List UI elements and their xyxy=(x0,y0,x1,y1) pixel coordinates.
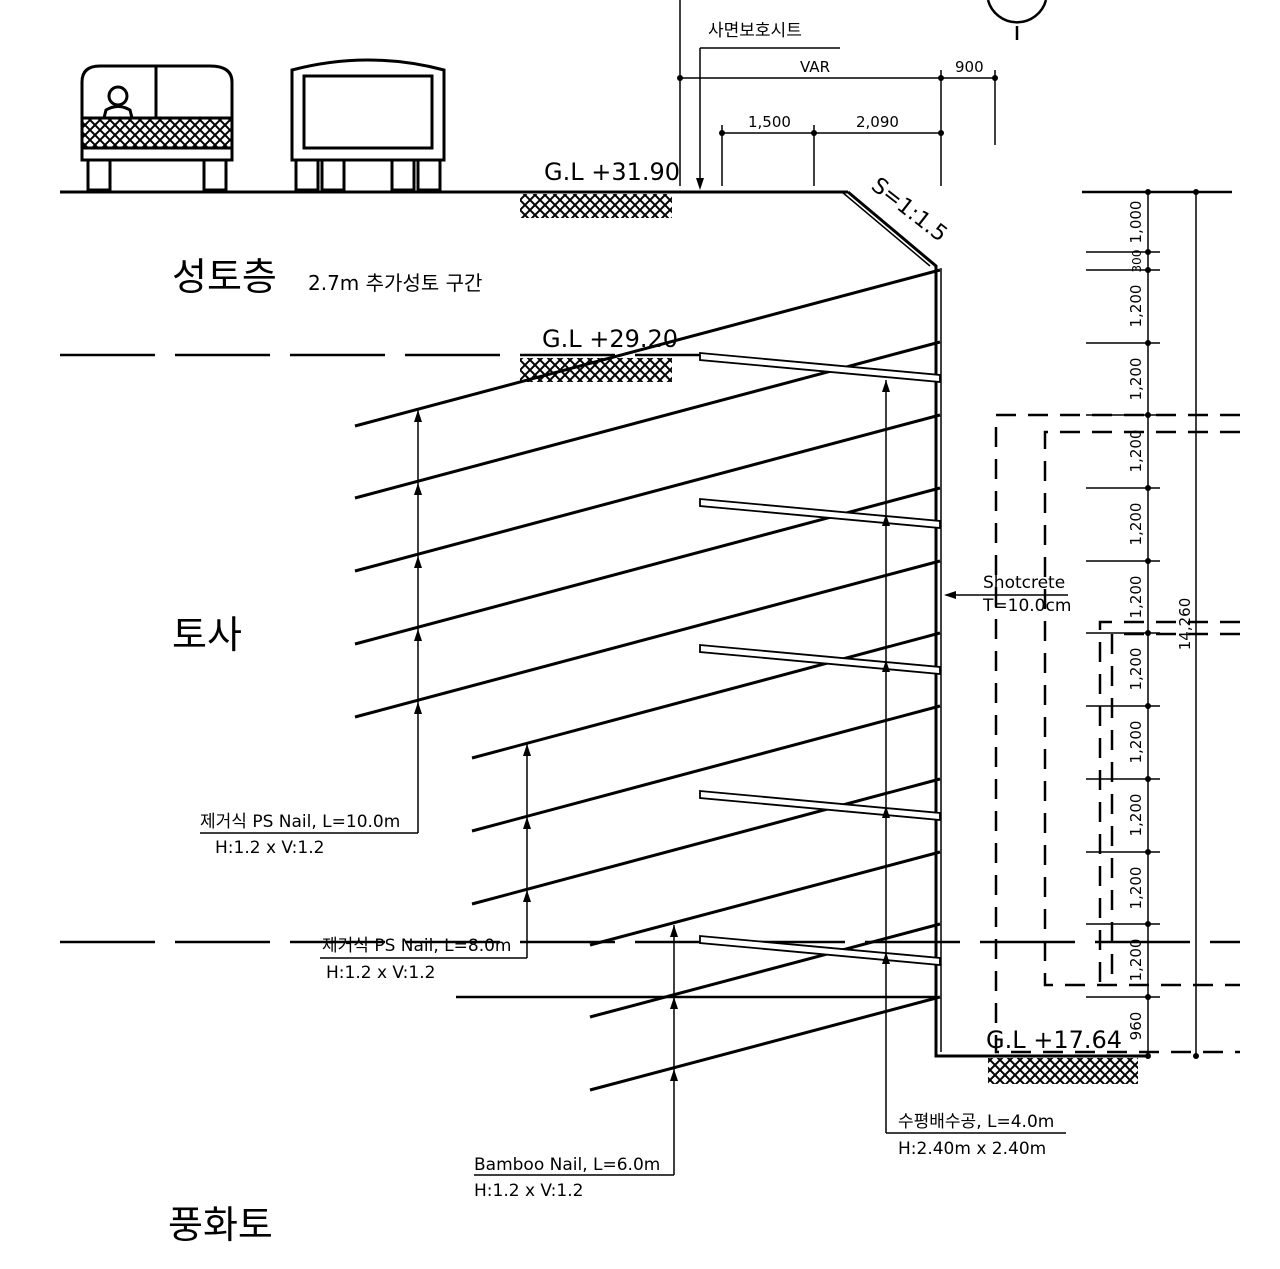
right-dim-8: 1,200 xyxy=(1127,648,1145,691)
top-dimension-dots xyxy=(677,75,998,136)
car-icon xyxy=(80,64,234,192)
gl-top-label: G.L +31.90 xyxy=(544,158,680,186)
nail-8m-label: 제거식 PS Nail, L=8.0m xyxy=(322,936,511,956)
gl-bottom-label: G.L +17.64 xyxy=(986,1026,1122,1054)
layer-boundary-lines xyxy=(60,353,1240,944)
right-dim-9: 1,200 xyxy=(1127,721,1145,764)
right-dim-5: 1,200 xyxy=(1127,430,1145,473)
dim-var: VAR xyxy=(800,58,830,76)
total-height-dim: 14,260 xyxy=(1176,598,1194,651)
adjacent-structure-outline xyxy=(994,413,1240,1054)
nail-10m-3 xyxy=(354,413,941,573)
right-dim-7: 1,200 xyxy=(1127,576,1145,619)
nail-10m-label: 제거식 PS Nail, L=10.0m xyxy=(200,812,400,832)
slope-protection-sheet-label: 사면보호시트 xyxy=(708,21,802,41)
right-dim-2: 300 xyxy=(1130,250,1144,273)
right-dim-10: 1,200 xyxy=(1127,794,1145,837)
nail-10m-5 xyxy=(354,559,941,719)
right-dim-6: 1,200 xyxy=(1127,503,1145,546)
nail-8m-2 xyxy=(471,704,941,833)
leader-lines xyxy=(200,47,1068,1176)
ground-line xyxy=(60,190,1148,1058)
horizontal-drain-spacing: H:2.40m x 2.40m xyxy=(898,1139,1046,1159)
right-dimension-dots xyxy=(1145,189,1199,1059)
dim-2090: 2,090 xyxy=(856,113,899,131)
horizontal-drains xyxy=(699,352,941,966)
nail-10m-4 xyxy=(354,486,941,646)
right-dim-12: 1,200 xyxy=(1127,939,1145,982)
slope-ratio-label: S=1:1.5 xyxy=(866,173,951,247)
shotcrete-thickness-label: T=10.0cm xyxy=(982,596,1071,616)
weathered-soil-label: 풍화토 xyxy=(168,1203,273,1247)
fill-layer-label: 성토층 xyxy=(172,255,277,299)
section-marker-icon xyxy=(986,0,1048,40)
right-dimension-lines xyxy=(1082,190,1232,1056)
right-dim-1: 1,000 xyxy=(1127,201,1145,244)
nail-8m-1 xyxy=(471,631,941,760)
soil-nails xyxy=(354,268,941,1092)
nail-10m-spacing: H:1.2 x V:1.2 xyxy=(215,838,324,858)
dim-900: 900 xyxy=(955,58,984,76)
truck-icon xyxy=(290,58,446,192)
nail-10m-1 xyxy=(354,268,941,428)
shotcrete-label: Shotcrete xyxy=(983,573,1065,593)
bamboo-nail-1 xyxy=(589,850,941,947)
bamboo-nail-spacing: H:1.2 x V:1.2 xyxy=(474,1181,583,1201)
bamboo-nail-2 xyxy=(589,922,941,1019)
fill-note-label: 2.7m 추가성토 구간 xyxy=(308,271,482,295)
arrow-heads xyxy=(414,178,956,1081)
bamboo-nail-3 xyxy=(589,995,941,1092)
right-dim-3: 1,200 xyxy=(1127,285,1145,328)
soil-layer-label: 토사 xyxy=(172,613,242,657)
nail-8m-3 xyxy=(471,777,941,906)
right-dim-4: 1,200 xyxy=(1127,358,1145,401)
right-dim-11: 1,200 xyxy=(1127,867,1145,910)
bamboo-nail-label: Bamboo Nail, L=6.0m xyxy=(474,1155,660,1175)
ground-hatch-symbols xyxy=(520,194,1138,1084)
dim-1500: 1,500 xyxy=(748,113,791,131)
gl-mid-label: G.L +29.20 xyxy=(542,325,678,353)
right-dim-13: 960 xyxy=(1127,1012,1145,1041)
nail-8m-spacing: H:1.2 x V:1.2 xyxy=(326,963,435,983)
horizontal-drain-label: 수평배수공, L=4.0m xyxy=(898,1112,1054,1132)
